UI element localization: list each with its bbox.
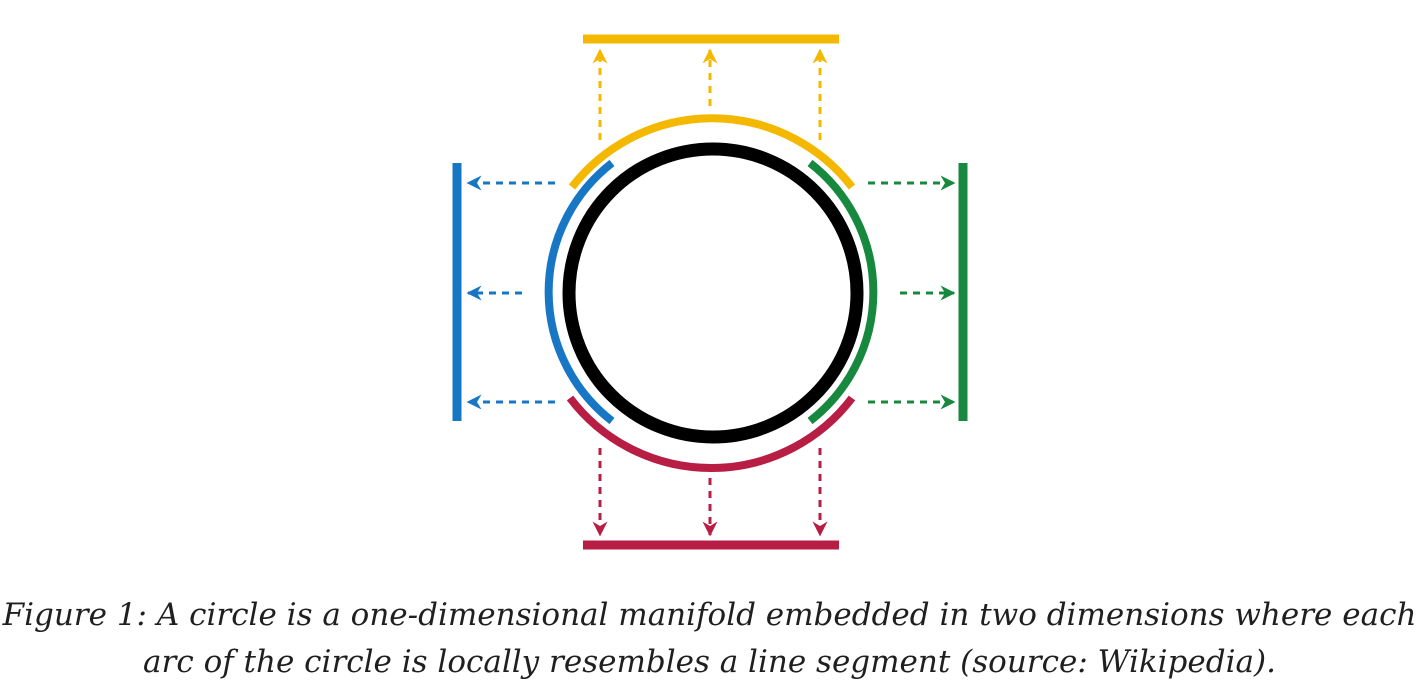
top-arc: [568, 114, 856, 190]
figure-caption-line-2: arc of the circle is locally resembles a…: [143, 644, 1276, 680]
right-arc: [807, 159, 878, 425]
manifold-circle: [562, 142, 864, 444]
figure-caption: Figure 1: A circle is a one-dimensional …: [0, 592, 1419, 686]
figure-caption-line-1: Figure 1: A circle is a one-dimensional …: [2, 597, 1417, 633]
left-arc: [544, 159, 615, 425]
circle-manifold-diagram: [452, 34, 968, 550]
bottom-arc: [566, 395, 856, 473]
